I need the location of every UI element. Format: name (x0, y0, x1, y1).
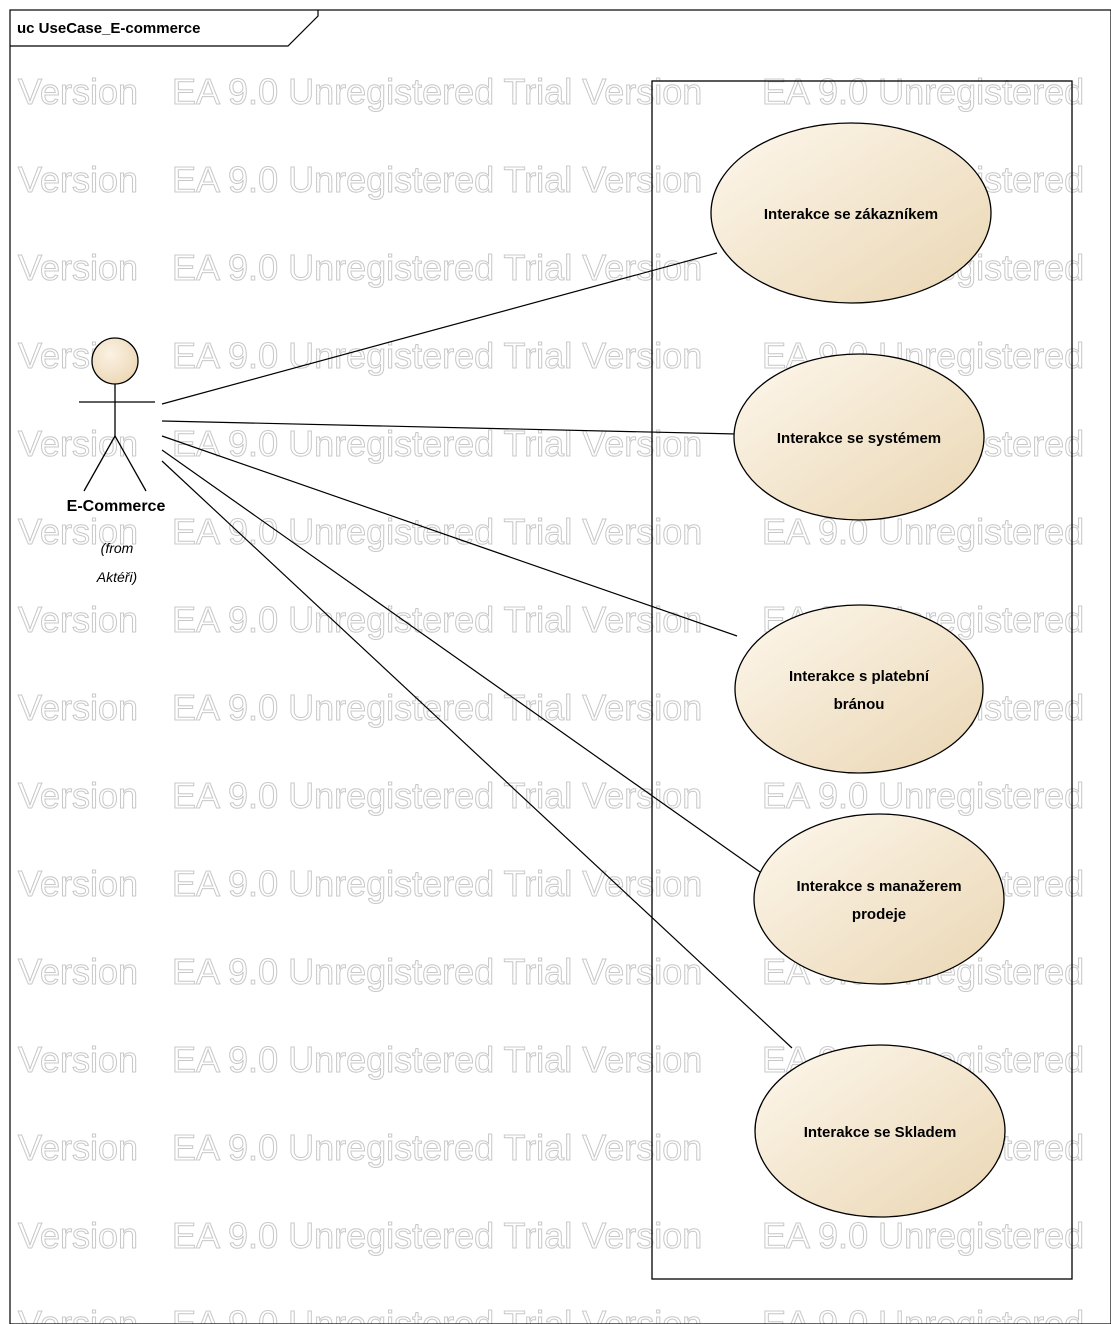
watermark-text: Version (18, 423, 138, 464)
watermark-text: EA 9.0 Unregistered Trial Version (172, 71, 702, 112)
watermark-text: EA 9.0 Unregistered Trial Version (172, 1215, 702, 1256)
watermark-text: EA 9.0 Unregistered (762, 1303, 1084, 1324)
watermark-text: EA 9.0 Unregistered Trial Version (172, 863, 702, 904)
watermark-text: Version (18, 1039, 138, 1080)
watermark-text: EA 9.0 Unregistered Trial Version (172, 951, 702, 992)
actor-e-commerce[interactable]: E-Commerce (from Aktéři) (67, 337, 166, 585)
use-case-1-label: Interakce se zákazníkem (764, 206, 938, 223)
use-case-1-ellipse (710, 122, 992, 304)
watermark-text: EA 9.0 Unregistered Trial Version (172, 1303, 702, 1324)
watermark-text: Version (18, 511, 138, 552)
association-uc4 (161, 449, 761, 873)
use-case-5-label: Interakce se Skladem (804, 1124, 957, 1141)
use-case-4[interactable]: Interakce s manažerem prodeje (753, 813, 1005, 985)
watermark-text: Version (18, 775, 138, 816)
watermark-text: EA 9.0 Unregistered Trial Version (172, 1039, 702, 1080)
watermark-text: EA 9.0 Unregistered Trial Version (172, 159, 702, 200)
watermark-text: Version (18, 1215, 138, 1256)
watermark-text: Version (18, 247, 138, 288)
use-case-3-label-line1: Interakce s platební (789, 668, 930, 685)
diagram-frame: uc UseCase_E-commerce (9, 9, 1111, 1324)
actor-body (79, 384, 155, 492)
watermark-text: EA 9.0 Unregistered (762, 1215, 1084, 1256)
watermark-text: Version (18, 1127, 138, 1168)
use-case-4-label-line1: Interakce s manažerem (796, 878, 961, 895)
use-case-5[interactable]: Interakce se Skladem (754, 1044, 1006, 1218)
associations (161, 252, 793, 1049)
watermark-text: EA 9.0 Unregistered Trial Version (172, 687, 702, 728)
use-case-3[interactable]: Interakce s platební bránou (734, 604, 984, 774)
watermark-text: EA 9.0 Unregistered Trial Version (172, 775, 702, 816)
use-case-4-label-line2: prodeje (852, 906, 906, 923)
actor-from-line2: Aktéři) (96, 569, 137, 585)
association-uc1 (161, 252, 718, 405)
association-uc5 (161, 460, 793, 1049)
use-case-3-ellipse (734, 604, 984, 774)
watermark-text: EA 9.0 Unregistered Trial Version (172, 335, 702, 376)
watermark-text: EA 9.0 Unregistered Trial Version (172, 599, 702, 640)
use-case-2-ellipse (733, 353, 985, 521)
use-case-1[interactable]: Interakce se zákazníkem (710, 122, 992, 304)
watermark-text: EA 9.0 Unregistered Trial Version (172, 423, 702, 464)
watermark-text: EA 9.0 Unregistered (762, 511, 1084, 552)
watermark-text: EA 9.0 Unregistered Trial Version (172, 1127, 702, 1168)
watermark-text: Version (18, 599, 138, 640)
use-case-4-ellipse (753, 813, 1005, 985)
association-uc3 (161, 435, 738, 637)
actor-name: E-Commerce (67, 498, 166, 515)
system-boundary (651, 80, 1073, 1280)
watermark-text: Version (18, 71, 138, 112)
actor-from-line1: (from (101, 540, 134, 556)
frame-title: uc UseCase_E-commerce (17, 20, 200, 37)
use-case-2-label: Interakce se systémem (777, 430, 941, 447)
watermark-text: Version (18, 863, 138, 904)
actor-head (91, 337, 139, 385)
watermark-text: Version (18, 159, 138, 200)
watermark-text: EA 9.0 Unregistered (762, 775, 1084, 816)
use-case-2[interactable]: Interakce se systémem (733, 353, 985, 521)
use-case-5-ellipse (754, 1044, 1006, 1218)
use-case-3-label-line2: bránou (834, 696, 885, 713)
watermark-text: EA 9.0 Unregistered Trial Version (172, 247, 702, 288)
watermark-text: EA 9.0 Unregistered (762, 71, 1084, 112)
association-uc2 (161, 420, 738, 435)
watermark-text: Version (18, 951, 138, 992)
watermark-text: Version (18, 687, 138, 728)
watermark-text: Version (18, 1303, 138, 1324)
